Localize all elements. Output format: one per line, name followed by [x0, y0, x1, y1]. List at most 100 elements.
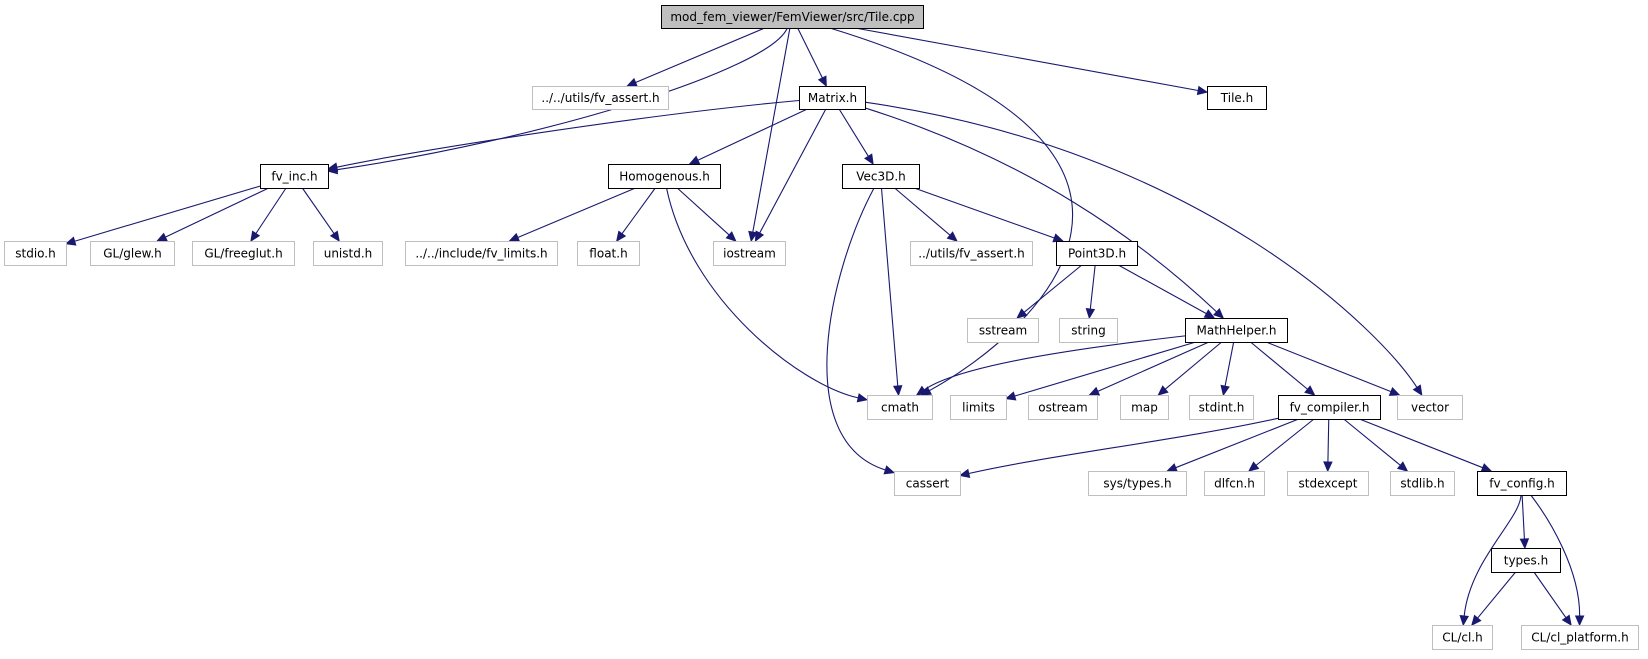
node-dlfcn-h: dlfcn.h [1204, 471, 1265, 496]
node-stdlib-h: stdlib.h [1390, 471, 1455, 496]
edge-line [1250, 341, 1308, 390]
node-box [608, 164, 721, 189]
arrowhead-icon [250, 230, 261, 243]
node-box [1185, 318, 1288, 343]
edge-line [752, 27, 791, 233]
edge-line [665, 187, 859, 399]
arrowhead-icon [1459, 615, 1469, 627]
node-homogenous-h[interactable]: Homogenous.h [608, 164, 721, 189]
edge-fv_inc_h-to-unistd_h [301, 187, 340, 243]
node-box [1059, 318, 1118, 343]
arrowhead-icon [1248, 461, 1260, 472]
node-box [1521, 625, 1639, 650]
node-map: map [1120, 395, 1169, 420]
arrowhead-icon [1412, 384, 1423, 397]
arrowhead-icon [892, 385, 903, 397]
arrowhead-icon [508, 232, 521, 242]
edge-fv_compiler_h-to-dlfcn_h [1248, 418, 1315, 472]
edge-line [1265, 341, 1392, 393]
node-box [713, 241, 786, 266]
arrowhead-icon [1157, 385, 1169, 396]
node-box [405, 241, 558, 266]
edge-mathhelper_h-to-vector [1265, 341, 1401, 396]
arrowhead-icon [1203, 309, 1216, 319]
edge-line [1023, 264, 1083, 313]
node-box [1207, 86, 1267, 110]
node-box [1491, 548, 1561, 573]
edge-types_h-to-cl_platform_h [1533, 571, 1572, 627]
edge-line [829, 27, 1074, 392]
node-gl-glew-h: GL/glew.h [90, 241, 175, 266]
arrowhead-icon [688, 155, 701, 165]
edge-line [826, 187, 886, 471]
node-label: Vec3D.h [856, 170, 906, 184]
node-matrix-h[interactable]: Matrix.h [799, 86, 866, 110]
node-point3d-h[interactable]: Point3D.h [1056, 241, 1138, 266]
edge-line [1117, 264, 1207, 315]
arrowhead-icon [946, 231, 958, 242]
edge-tile_cpp-to-matrix_h [797, 27, 827, 88]
edge-line [1224, 341, 1235, 387]
node-types-h[interactable]: types.h [1491, 548, 1561, 573]
arrowhead-icon [1304, 385, 1316, 396]
edge-fv_inc_h-to-gl_glew_h [156, 187, 269, 242]
node-label: dlfcn.h [1214, 477, 1255, 491]
node-iostream: iostream [713, 241, 786, 266]
arrowhead-icon [1220, 384, 1230, 397]
node-box [313, 241, 383, 266]
edge-line [855, 27, 1199, 92]
node-vec3d-h[interactable]: Vec3D.h [842, 164, 920, 189]
arrowhead-icon [1166, 463, 1178, 472]
edge-line [759, 108, 827, 234]
node-label: Homogenous.h [619, 170, 710, 184]
node-tile-cpp[interactable]: mod_fem_viewer/FemViewer/src/Tile.cpp [661, 5, 924, 29]
edge-vec3d_h-to-fv_assert_utils [894, 187, 958, 242]
edge-homogenous_h-to-iostream [676, 187, 737, 242]
edge-mathhelper_h-to-fv_compiler_h [1250, 341, 1316, 396]
edge-vec3d_h-to-cmath [880, 187, 903, 397]
edge-fv_compiler_h-to-cassert [958, 417, 1279, 479]
edge-line [1533, 571, 1567, 618]
edge-fv_compiler_h-to-sys_types_h [1166, 418, 1299, 472]
arrowhead-icon [883, 465, 896, 475]
node-fv-inc-h[interactable]: fv_inc.h [260, 164, 329, 189]
node-label: CL/cl.h [1442, 631, 1482, 645]
node-sstream: sstream [967, 318, 1039, 343]
arrowhead-icon [1052, 233, 1064, 243]
arrowhead-icon [329, 230, 340, 243]
node-label: stdint.h [1199, 401, 1245, 415]
node-fv-config-h[interactable]: fv_config.h [1477, 471, 1567, 496]
node-label: Tile.h [1220, 91, 1253, 105]
arrowhead-icon [1388, 387, 1401, 396]
edge-point3d_h-to-sstream [1016, 264, 1083, 319]
node-tile-h[interactable]: Tile.h [1207, 86, 1267, 110]
node-stdexcept: stdexcept [1287, 471, 1369, 496]
node-fv-compiler-h[interactable]: fv_compiler.h [1278, 395, 1381, 420]
arrowhead-icon [864, 153, 874, 166]
node-box [910, 241, 1033, 266]
node-label: ../utils/fv_assert.h [918, 247, 1025, 261]
edge-line [1477, 571, 1517, 619]
node-label: unistd.h [324, 247, 373, 261]
node-box [894, 471, 961, 496]
node-label: Point3D.h [1068, 247, 1126, 261]
node-label: stdio.h [15, 247, 55, 261]
edge-point3d_h-to-mathhelper_h [1117, 264, 1216, 319]
node-label: stdexcept [1299, 477, 1358, 491]
node-label: fv_inc.h [271, 170, 317, 184]
node-box [532, 86, 669, 110]
edge-line [74, 185, 261, 242]
edge-homogenous_h-to-cmath [665, 187, 869, 403]
node-box [1390, 471, 1455, 496]
edge-fv_config_h-to-cl_cl_h [1459, 494, 1522, 627]
edge-line [894, 187, 951, 236]
edges-layer [64, 27, 1585, 627]
edge-line [923, 335, 1186, 391]
node-box [1397, 395, 1463, 420]
node-box [842, 164, 920, 189]
edge-fv_config_h-to-cl_platform_h [1530, 494, 1585, 627]
node-box [260, 164, 329, 189]
edge-tile_cpp-to-tile_h [855, 27, 1209, 96]
node-label: Matrix.h [808, 91, 857, 105]
node-mathhelper-h[interactable]: MathHelper.h [1185, 318, 1288, 343]
